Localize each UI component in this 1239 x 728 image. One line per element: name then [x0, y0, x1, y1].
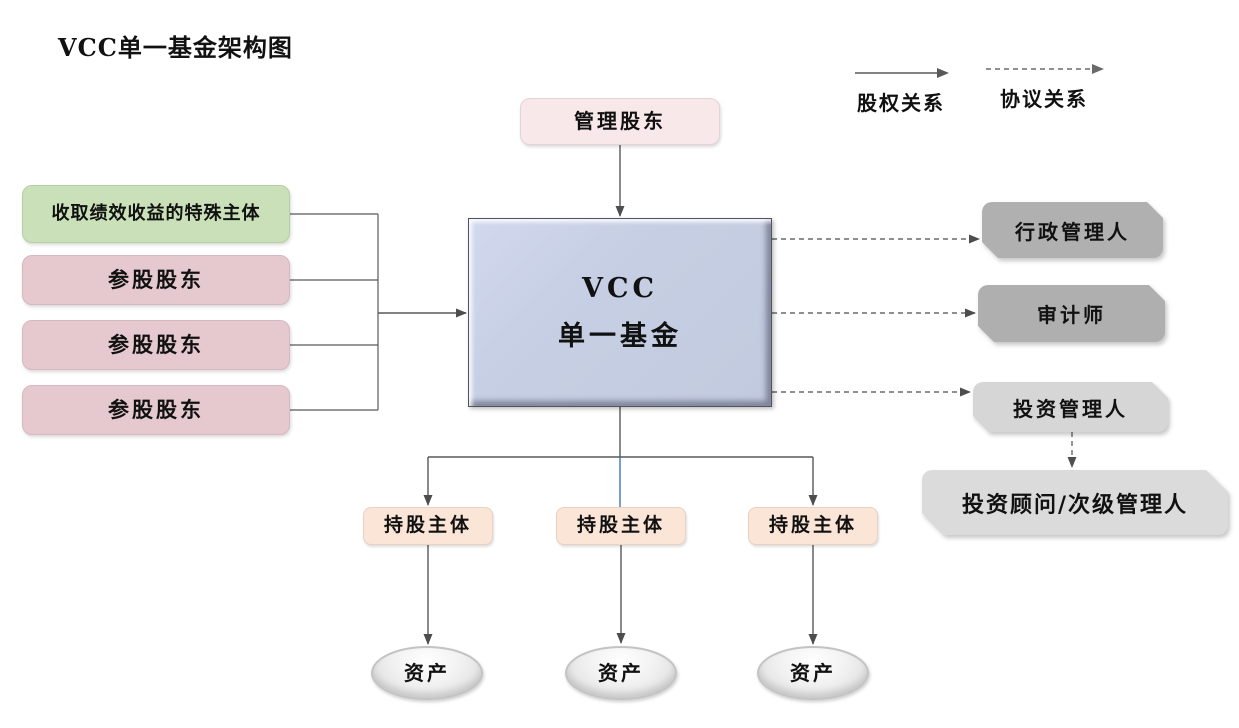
- special-entity-label: 收取绩效收益的特殊主体: [51, 202, 261, 224]
- dashed-arrow-icon: [986, 64, 1104, 74]
- node-investment-advisor: 投资顾问/次级管理人: [922, 470, 1228, 535]
- holding-entity-2-label: 持股主体: [576, 514, 665, 537]
- investment-manager-label: 投资管理人: [1013, 396, 1128, 421]
- diagram-title: VCC单一基金架构图: [58, 33, 293, 62]
- vcc-fund-label-line1: VCC: [582, 273, 658, 305]
- participating-shareholder-2-label: 参股股东: [108, 331, 204, 357]
- asset-2-label: 资产: [598, 660, 644, 685]
- node-participating-shareholder-1: 参股股东: [22, 255, 290, 305]
- node-special-entity: 收取绩效收益的特殊主体: [22, 185, 290, 243]
- legend-equity-label: 股权关系: [857, 91, 945, 115]
- node-participating-shareholder-3: 参股股东: [22, 385, 290, 435]
- legend-item-equity: 股权关系: [846, 66, 956, 116]
- node-vcc-fund: VCC 单一基金: [468, 218, 772, 407]
- administrator-label: 行政管理人: [1015, 219, 1130, 244]
- managing-shareholder-label: 管理股东: [574, 109, 666, 133]
- node-holding-entity-1: 持股主体: [363, 507, 493, 545]
- solid-arrow-icon: [855, 68, 949, 78]
- investment-advisor-label: 投资顾问/次级管理人: [961, 491, 1189, 518]
- holding-entity-3-label: 持股主体: [768, 514, 857, 537]
- asset-1-label: 资产: [404, 660, 450, 685]
- participating-shareholder-3-label: 参股股东: [108, 396, 204, 422]
- legend-item-agreement: 协议关系: [982, 62, 1106, 112]
- node-holding-entity-2: 持股主体: [556, 507, 686, 545]
- node-managing-shareholder: 管理股东: [520, 98, 720, 145]
- legend-agreement-label: 协议关系: [1000, 87, 1088, 111]
- holding-entity-1-label: 持股主体: [383, 514, 472, 537]
- node-participating-shareholder-2: 参股股东: [22, 320, 290, 370]
- participating-shareholder-1-label: 参股股东: [108, 266, 204, 292]
- node-holding-entity-3: 持股主体: [748, 507, 878, 545]
- asset-3-label: 资产: [790, 660, 836, 685]
- node-administrator: 行政管理人: [982, 202, 1163, 258]
- vcc-fund-label-line2: 单一基金: [558, 320, 682, 352]
- node-asset-2: 资产: [565, 646, 677, 700]
- node-asset-3: 资产: [757, 646, 869, 700]
- node-auditor: 审计师: [978, 285, 1165, 342]
- node-asset-1: 资产: [371, 646, 483, 700]
- auditor-label: 审计师: [1037, 303, 1106, 327]
- node-investment-manager: 投资管理人: [973, 382, 1168, 432]
